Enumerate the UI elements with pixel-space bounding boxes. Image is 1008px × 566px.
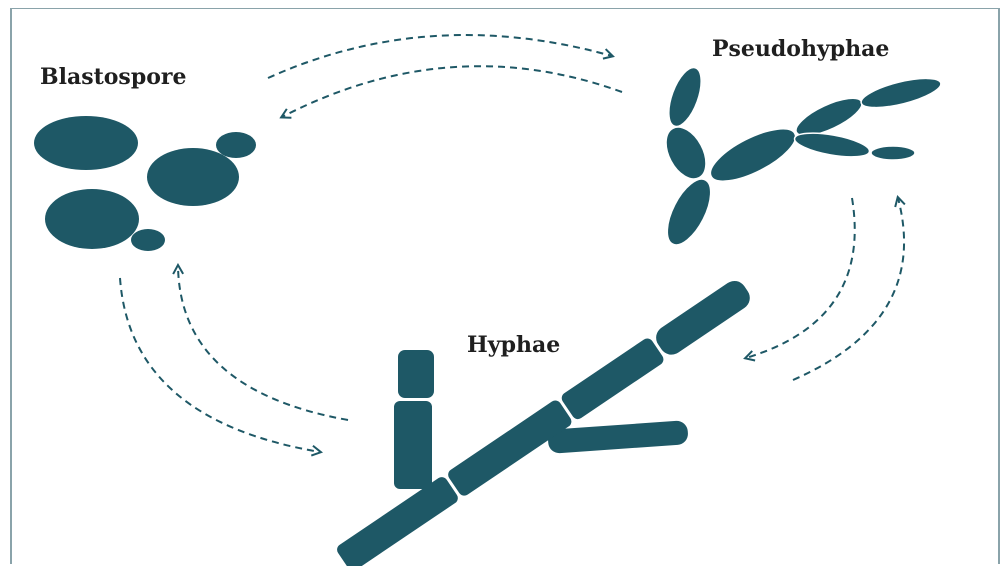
pseudohyphae-cell xyxy=(658,173,719,252)
label-blastospore: Blastospore xyxy=(40,64,186,90)
arrow-blastospore-to-hyphae xyxy=(120,278,320,452)
arrow-hyphae-to-pseudohyphae xyxy=(793,198,904,380)
pseudohyphae-cell xyxy=(871,146,915,160)
hyphae-segment xyxy=(559,336,665,421)
blastospore-cell xyxy=(45,189,139,249)
pseudohyphae-cell xyxy=(859,72,944,113)
hyphae-segment xyxy=(398,350,434,398)
blastospore-bud xyxy=(216,132,256,158)
transition-arrows xyxy=(120,35,904,452)
arrow-pseudohyphae-to-blastospore xyxy=(282,66,622,117)
hyphae-segment xyxy=(335,475,460,566)
pseudohyphae-cell xyxy=(793,129,871,162)
hyphae-segment xyxy=(394,401,432,489)
blastospore-cluster xyxy=(34,116,256,251)
blastospore-cell xyxy=(147,148,239,206)
blastospore-cell xyxy=(34,116,138,170)
pseudohyphae-cell xyxy=(703,119,802,192)
pseudohyphae-cluster xyxy=(658,63,944,251)
pseudohyphae-cell xyxy=(658,120,714,185)
hyphae-segment xyxy=(651,276,754,359)
arrow-blastospore-to-pseudohyphae xyxy=(268,35,612,78)
blastospore-bud xyxy=(131,229,165,251)
hyphae-filament xyxy=(335,276,755,566)
label-pseudohyphae: Pseudohyphae xyxy=(712,36,889,62)
label-hyphae: Hyphae xyxy=(467,332,560,358)
pseudohyphae-cell xyxy=(662,63,708,130)
arrow-hyphae-to-blastospore xyxy=(178,266,348,420)
arrow-pseudohyphae-to-hyphae xyxy=(746,198,855,358)
